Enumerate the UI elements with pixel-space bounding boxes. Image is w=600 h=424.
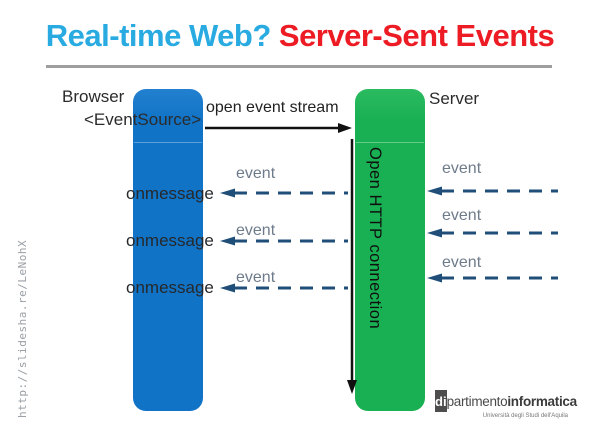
title-part-realtime-web: Real-time Web? [45,18,271,53]
open-event-stream-arrow [205,123,352,133]
title-part-server-sent-events: Server-Sent Events [270,18,555,53]
event-label: event [442,207,482,224]
server-label: Server [429,89,480,108]
slide-title: Real-time Web? Server-Sent Events [0,18,600,54]
http-connection-lifeline-arrow [347,139,357,394]
event-label: event [236,222,276,239]
event-dashed-arrow [220,236,348,246]
logo-informatica-text: informatica [507,393,577,409]
event-dashed-arrow [220,283,348,293]
open-event-stream-label: open event stream [206,99,339,116]
eventsource-label: <EventSource> [84,110,202,129]
slideshare-url-watermark: http://slidesha.re/LeNohX [16,239,29,418]
event-label: event [236,165,276,182]
event-dashed-arrow [220,188,348,198]
event-dashed-arrow [427,228,558,238]
logo-name-regular: partimentoinformatica [446,393,578,409]
logo-partimento-text: partimento [446,393,508,409]
onmessage-handler-label: onmessage [126,231,214,250]
browser-column [133,89,203,411]
event-label: event [442,160,482,177]
open-http-connection-label: Open HTTP connection [366,147,384,330]
server-column [355,89,425,411]
title-divider [46,65,552,68]
event-dashed-arrow [427,273,558,283]
logo-di-badge: di [435,390,447,412]
event-label: event [236,269,276,286]
onmessage-handler-label: onmessage [126,278,214,297]
event-dashed-arrow [427,186,558,196]
university-subtitle: Università degli Studi dell'Aquila [482,413,568,419]
browser-label: Browser [62,87,125,106]
onmessage-handler-label: onmessage [126,184,214,203]
event-label: event [442,254,482,271]
